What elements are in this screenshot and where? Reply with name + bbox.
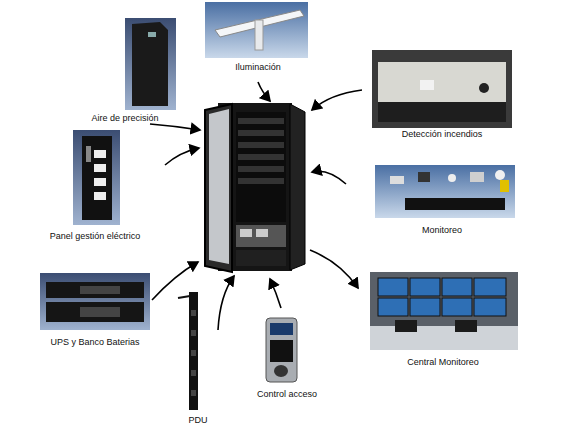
equipment-caption: Panel gestión eléctrico: [40, 230, 150, 242]
equipment-caption: Control acceso: [247, 388, 327, 400]
equipment-card: Detección incendios: [372, 48, 512, 140]
equipment-caption: UPS y Banco Baterias: [35, 336, 155, 348]
equipment-card: Control acceso: [247, 316, 327, 400]
leader-arrows: [150, 82, 362, 330]
equipment-caption: Central Monitoreo: [368, 356, 518, 368]
precision-ac-photo: [125, 18, 176, 110]
access-control-photo: [266, 318, 297, 382]
pdu-photo: [178, 292, 198, 410]
rack-cabinet: [205, 103, 305, 272]
equipment-card: PDU: [178, 288, 218, 426]
equipment-caption: Aire de precisión: [70, 112, 180, 124]
monitoring-photo: [375, 165, 515, 218]
electrical-panel-photo: [73, 130, 120, 225]
ups-photo: [40, 273, 150, 330]
equipment-card: UPS y Banco Baterias: [35, 270, 155, 348]
equipment-card: Panel gestión eléctrico: [40, 128, 150, 242]
equipment-card: Iluminación: [208, 0, 308, 73]
equipment-caption: Monitoreo: [372, 224, 512, 236]
equipment-card: Aire de precisión: [70, 15, 180, 124]
equipment-card: Monitoreo: [372, 163, 512, 236]
fire-detection-photo: [372, 50, 512, 128]
equipment-caption: Detección incendios: [372, 128, 512, 140]
lighting-photo: [205, 2, 308, 58]
control-room-photo: [370, 272, 518, 350]
equipment-caption: Iluminación: [208, 61, 308, 73]
equipment-card: Central Monitoreo: [368, 270, 518, 368]
equipment-caption: PDU: [178, 414, 218, 426]
